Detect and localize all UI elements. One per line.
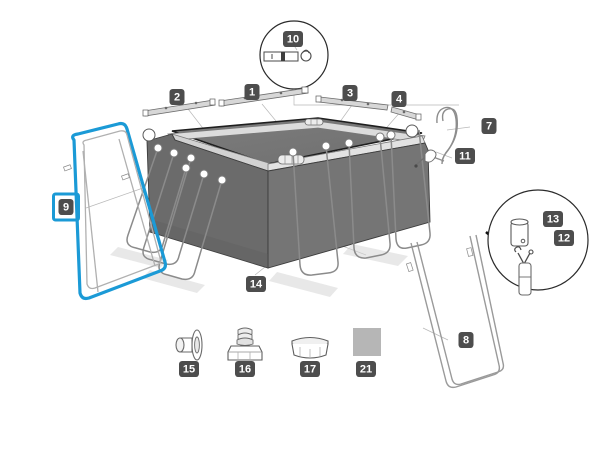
badge-background bbox=[391, 91, 407, 107]
drain-valve-drawing bbox=[227, 327, 263, 361]
pool-body bbox=[110, 117, 431, 297]
badge-label: 16 bbox=[239, 364, 251, 376]
part-badge-14[interactable]: 14 bbox=[246, 276, 266, 292]
repair-patch-drawing bbox=[353, 328, 381, 356]
part-badge-15[interactable]: 15 bbox=[179, 361, 199, 377]
part-badge-13[interactable]: 13 bbox=[543, 211, 563, 227]
badge-background bbox=[246, 276, 266, 292]
rail-bar-4 bbox=[390, 106, 422, 121]
badge-label: 7 bbox=[486, 121, 492, 133]
part-badge-21[interactable]: 21 bbox=[356, 361, 376, 377]
pool-leg-caps-right bbox=[288, 130, 396, 157]
badge-background bbox=[58, 199, 74, 215]
leg-frame-highlighted-drawing bbox=[63, 121, 168, 301]
valve-cap-nut-drawing bbox=[291, 336, 329, 359]
part-badge-4[interactable]: 4 bbox=[391, 91, 407, 107]
part-badge-17[interactable]: 17 bbox=[300, 361, 320, 377]
badge-label: 3 bbox=[347, 88, 353, 100]
rail-bar-1 bbox=[218, 86, 309, 107]
badge-background bbox=[543, 211, 563, 227]
rail-connector-block bbox=[277, 154, 305, 165]
badge-background bbox=[455, 148, 475, 164]
part-badge-11[interactable]: 11 bbox=[455, 148, 475, 164]
ground-shadow bbox=[110, 244, 408, 297]
leg-frame-8-pins bbox=[405, 247, 474, 273]
leg-cap-detail-drawing bbox=[510, 218, 529, 247]
rail-bar-2 bbox=[142, 98, 216, 117]
rail-pin-clip-detail-drawing bbox=[263, 49, 312, 62]
badge-label: 13 bbox=[547, 214, 559, 226]
part-badge-7[interactable]: 7 bbox=[481, 118, 497, 134]
part-badge-3[interactable]: 3 bbox=[342, 85, 358, 101]
badge-background bbox=[300, 361, 320, 377]
badge-background bbox=[554, 230, 574, 246]
hose-connector-drawing bbox=[414, 149, 437, 168]
badge-label: 21 bbox=[360, 364, 372, 376]
badge-background bbox=[342, 85, 358, 101]
badge-label: 17 bbox=[304, 364, 316, 376]
part-badge-12[interactable]: 12 bbox=[554, 230, 574, 246]
rail-bar-3 bbox=[315, 95, 389, 111]
rail-connector-block-back bbox=[304, 118, 324, 126]
badge-label: 11 bbox=[459, 151, 471, 163]
badge-label: 14 bbox=[250, 279, 263, 291]
badge-background bbox=[481, 118, 497, 134]
badge-label: 8 bbox=[463, 335, 469, 347]
badge-background bbox=[458, 332, 474, 348]
part-badge-10[interactable]: 10 bbox=[283, 31, 303, 47]
badge-background bbox=[235, 361, 255, 377]
top-rail-bars bbox=[142, 86, 422, 121]
detail-circle-top bbox=[259, 20, 459, 106]
part-badge-2[interactable]: 2 bbox=[169, 89, 185, 105]
badge-label: 2 bbox=[174, 92, 180, 104]
badge-label: 9 bbox=[63, 202, 69, 214]
badge-background bbox=[283, 31, 303, 47]
part-badge-16[interactable]: 16 bbox=[235, 361, 255, 377]
pool-legs-right bbox=[292, 129, 431, 276]
leg-frame-pins bbox=[63, 164, 130, 181]
pool-leg-caps-left bbox=[153, 143, 227, 185]
leg-frame-8-drawing bbox=[405, 234, 505, 389]
small-parts-row bbox=[175, 327, 381, 361]
badge-background bbox=[169, 89, 185, 105]
badge-background bbox=[244, 84, 260, 100]
badge-label: 12 bbox=[558, 233, 570, 245]
badge-background bbox=[356, 361, 376, 377]
badge-label: 1 bbox=[249, 87, 255, 99]
badge-label: 10 bbox=[287, 34, 299, 46]
badge-highlight-ring bbox=[52, 192, 80, 222]
drain-plug-stopper-drawing bbox=[175, 329, 203, 361]
leg-pin-detail-drawing bbox=[514, 246, 534, 296]
part-badge-1[interactable]: 1 bbox=[244, 84, 260, 100]
badge-label: 15 bbox=[183, 364, 195, 376]
badge-label: 4 bbox=[396, 94, 403, 106]
part-badge-8[interactable]: 8 bbox=[458, 332, 474, 348]
part-badge-9[interactable]: 9 bbox=[52, 192, 80, 222]
badge-background bbox=[179, 361, 199, 377]
